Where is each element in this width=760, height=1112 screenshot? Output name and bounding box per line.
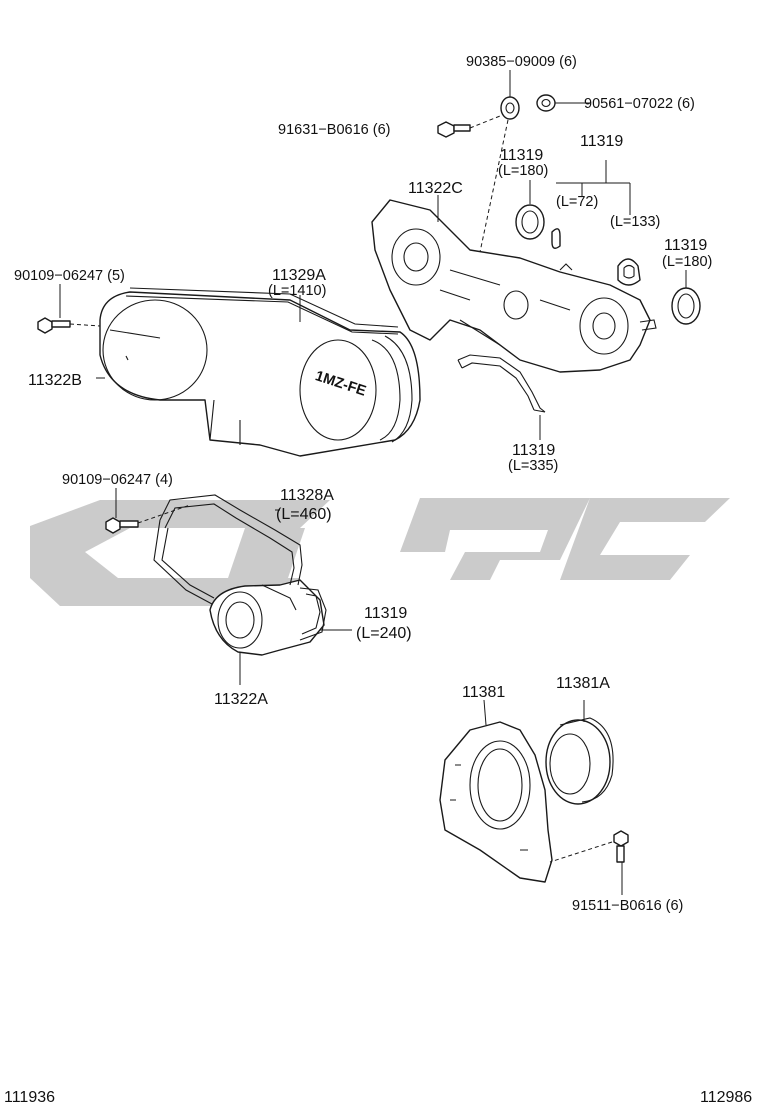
lower-cover-11322A — [209, 579, 325, 656]
rear-cover-11322C — [371, 199, 657, 373]
label-11319-right-length: (L=180) — [662, 254, 712, 270]
label-11329A-length: (L=1410) — [268, 283, 326, 299]
label-11329A: 11329A — [272, 267, 326, 284]
gasket-11329A — [125, 287, 399, 335]
oil-seal-retainer-11381 — [439, 721, 553, 883]
label-11381A: 11381A — [556, 675, 610, 692]
label-90109-06247-4: 90109−06247 (4) — [62, 472, 173, 488]
bolt-91511 — [613, 830, 629, 863]
label-90561-07022: 90561−07022 (6) — [584, 96, 695, 112]
label-11319-top: 11319 — [500, 147, 543, 164]
label-90385-09009: 90385−09009 (6) — [466, 54, 577, 70]
label-11319-right: 11319 — [664, 237, 707, 254]
label-11319-group: 11319 — [580, 133, 623, 150]
seal-11319-72 — [551, 228, 561, 249]
gasket-11328A — [153, 494, 303, 605]
label-11328A-length: (L=460) — [276, 506, 332, 523]
label-91631-B0616: 91631−B0616 (6) — [278, 122, 390, 138]
oil-seal-11381A — [545, 717, 614, 805]
label-11381: 11381 — [462, 684, 505, 701]
footer-left-code: 111936 — [4, 1089, 55, 1106]
label-11328A: 11328A — [280, 487, 334, 504]
seal-11319-180-right — [671, 287, 701, 325]
label-11322A: 11322A — [214, 691, 268, 708]
bolt-90109-4 — [105, 517, 139, 534]
label-11319-top-length: (L=180) — [498, 163, 548, 179]
label-90109-06247-5: 90109−06247 (5) — [14, 268, 125, 284]
label-11319-335-length: (L=335) — [508, 458, 558, 474]
label-11319-335: 11319 — [512, 442, 555, 459]
upper-cover-11322B: 1MZ-FE — [99, 291, 421, 457]
gasket-11319-240 — [299, 587, 327, 641]
gasket-11319-335 — [457, 354, 546, 413]
washer-90561 — [536, 94, 556, 112]
label-11322B: 11322B — [28, 372, 82, 389]
seal-11319-180-top — [515, 204, 545, 240]
label-91511-B0616: 91511−B0616 (6) — [572, 898, 683, 914]
bolt-91631 — [437, 121, 471, 138]
label-11319-72: (L=72) — [556, 194, 598, 210]
footer-right-code: 112986 — [700, 1089, 752, 1106]
label-11319-240: 11319 — [364, 605, 407, 622]
label-11322C: 11322C — [408, 180, 463, 197]
label-11319-240-length: (L=240) — [356, 625, 412, 642]
bolt-90109-5 — [37, 317, 71, 334]
label-11319-133: (L=133) — [610, 214, 660, 230]
nut-90385 — [500, 96, 520, 120]
seal-11319-133 — [617, 258, 641, 286]
watermark-logo — [30, 498, 730, 606]
